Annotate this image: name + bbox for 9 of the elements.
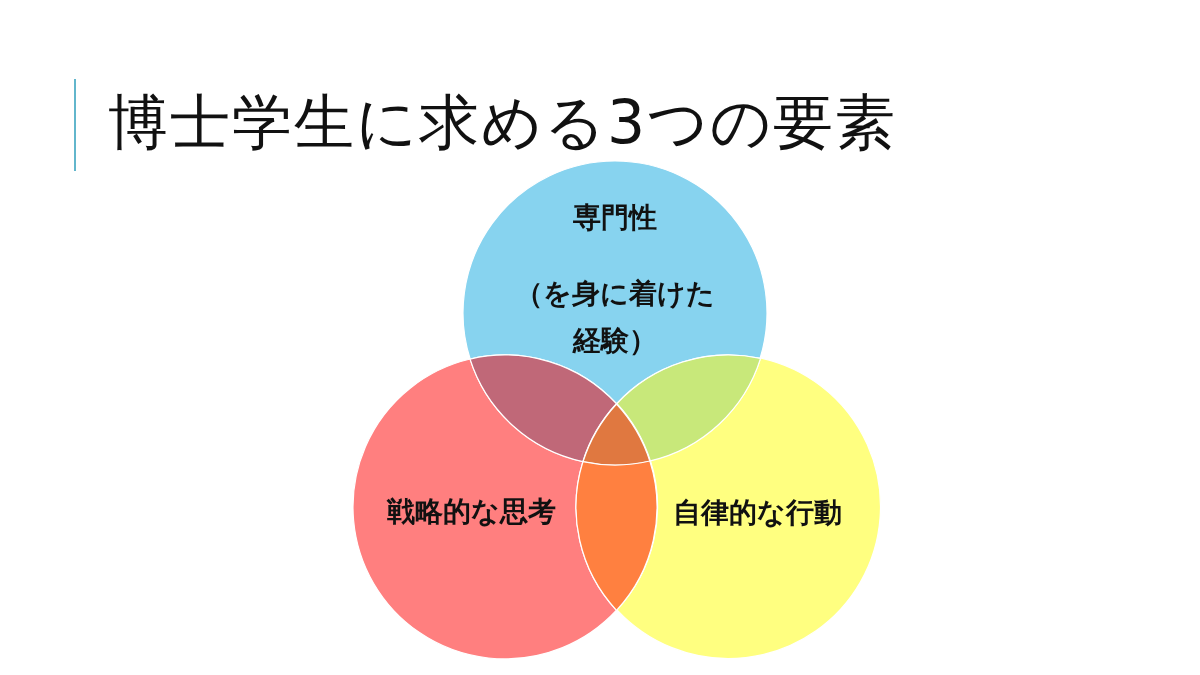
circle-label: 戦略的な思考 [387,494,557,530]
overlap-region [582,403,650,465]
overlap-region [616,355,761,461]
slide-title: 博士学生に求める3つの要素 [108,86,898,158]
overlap-region [576,460,657,611]
circle-label: 自律的な行動 [672,495,842,531]
circle-label: （を身に着けた経験） [514,276,716,359]
overlap-region [470,355,617,462]
circle-label: 専門性 [573,200,657,236]
